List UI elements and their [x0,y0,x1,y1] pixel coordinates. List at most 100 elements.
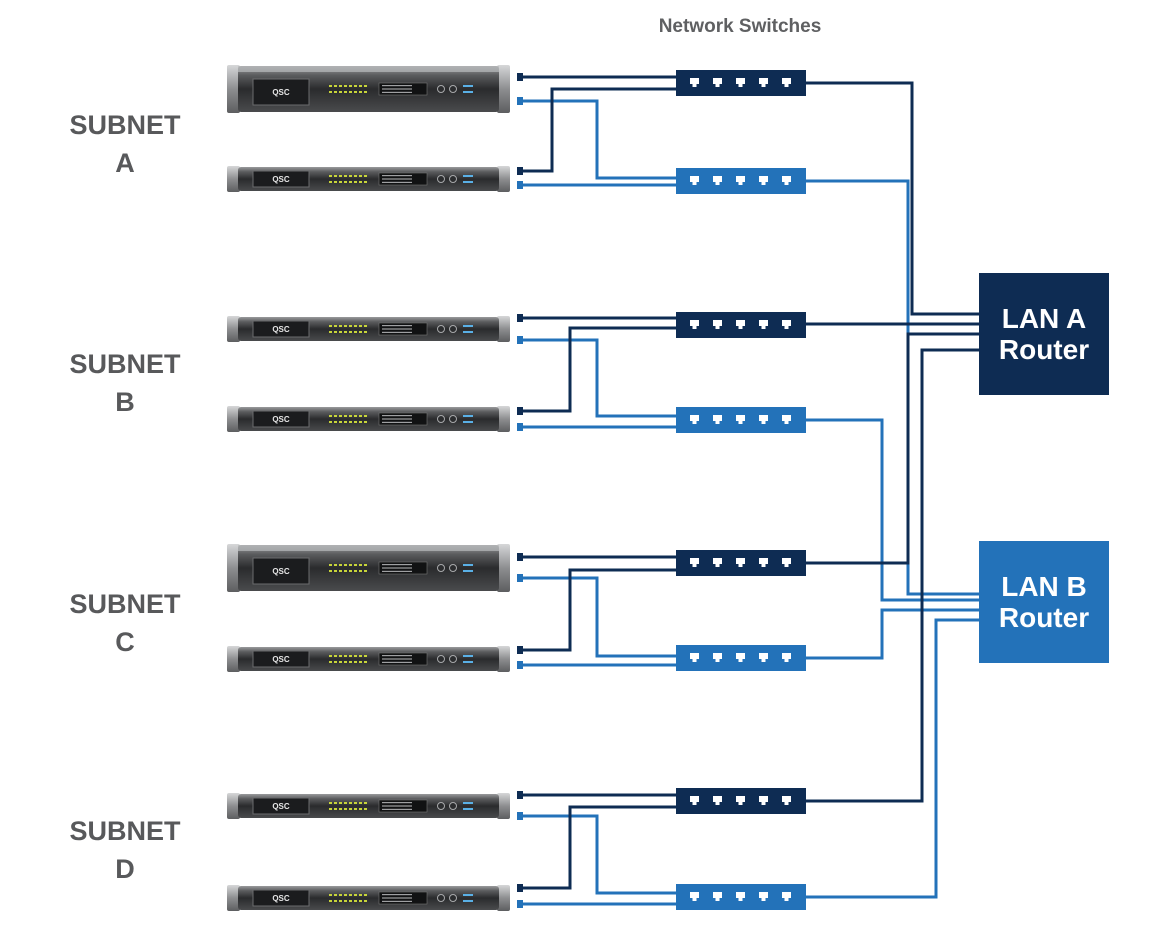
ethernet-port-icon [713,796,722,805]
ethernet-port-icon [713,892,722,901]
ethernet-port-icon [736,176,745,185]
subnet-b-label: SUBNET B [60,345,190,421]
lan-b-router-line2: Router [998,602,1090,633]
amplifier-icon: QSC [227,65,523,113]
ethernet-port-icon [690,653,699,662]
lan-b-router: LAN B Router [979,541,1109,663]
network-switch-icon [676,70,806,96]
subnet-d-label-line2: D [115,854,135,884]
network-switch-icon [676,407,806,433]
lan-a-router: LAN A Router [979,273,1109,395]
svg-text:QSC: QSC [272,655,290,664]
subnet-b-label-line2: B [115,387,135,417]
ethernet-port-icon [759,653,768,662]
amplifier-icon: QSC [227,314,523,344]
lan-b-router-box [979,541,1109,663]
subnet-d-label-line1: SUBNET [69,816,181,846]
subnet-a-label: SUBNET A [60,106,190,182]
subnet-b-label-line1: SUBNET [69,349,181,379]
ethernet-port-icon [759,78,768,87]
network-switches-title: Network Switches [658,16,822,37]
ethernet-port-icon [690,78,699,87]
svg-text:QSC: QSC [272,325,290,334]
wire-amp8-switch7 [520,805,676,890]
ethernet-port-icon [713,415,722,424]
ethernet-port-icon [736,415,745,424]
lan-b-router-line1: LAN B [1001,571,1087,602]
subnet-c-label-line2: C [115,627,135,657]
ethernet-port-icon [759,892,768,901]
ethernet-port-icon [690,176,699,185]
ethernet-port-icon [736,892,745,901]
wire-switch4-lan-b [806,418,979,602]
svg-text:QSC: QSC [272,894,290,903]
wire-amp7-switch8 [520,814,676,895]
ethernet-port-icon [736,78,745,87]
amplifier-icon: QSC [227,646,523,672]
wire-switch7-lan-a [806,348,979,803]
ethernet-port-icon [736,796,745,805]
svg-text:QSC: QSC [272,88,290,97]
ethernet-port-icon [690,892,699,901]
ethernet-port-icon [713,176,722,185]
ethernet-port-icon [782,176,791,185]
amplifier-icon: QSC [227,406,523,432]
ethernet-port-icon [690,415,699,424]
ethernet-port-icon [736,558,745,567]
wire-switch5-lan-a [806,332,979,565]
lan-a-router-line2: Router [998,334,1090,365]
ethernet-port-icon [736,320,745,329]
network-switch-icon [676,168,806,194]
ethernet-port-icon [690,558,699,567]
subnet-a-label-line2: A [115,148,135,178]
ethernet-port-icon [759,415,768,424]
network-switch-icon [676,312,806,338]
amplifier-icon: QSC [227,544,523,592]
ethernet-port-icon [713,558,722,567]
ethernet-port-icon [690,796,699,805]
subnet-c-label: SUBNET C [60,585,190,661]
lan-a-router-box [979,273,1109,395]
wire-switch8-lan-b [806,618,979,899]
wire-switch2-lan-b [806,179,979,596]
network-switch-icon [676,788,806,814]
wire-amp3-switch4 [520,338,676,418]
ethernet-port-icon [713,320,722,329]
svg-text:QSC: QSC [272,415,290,424]
amplifier-icon: QSC [227,884,523,911]
ethernet-port-icon [782,415,791,424]
ethernet-port-icon [782,653,791,662]
wire-switch6-lan-b [806,608,979,660]
ethernet-port-icon [713,653,722,662]
subnet-d-label: SUBNET D [60,812,190,888]
wire-amp2-switch1 [520,87,676,173]
ethernet-port-icon [759,558,768,567]
wire-amp6-switch5 [520,568,676,652]
subnet-a-label-line1: SUBNET [69,110,181,140]
ethernet-port-icon [782,892,791,901]
ethernet-port-icon [782,558,791,567]
ethernet-port-icon [736,653,745,662]
amplifier-icon: QSC [227,791,523,820]
wire-amp5-switch6 [520,576,676,658]
svg-text:QSC: QSC [272,802,290,811]
network-switch-icon [676,645,806,671]
ethernet-port-icon [759,176,768,185]
network-switch-icon [676,550,806,576]
ethernet-port-icon [713,78,722,87]
ethernet-port-icon [782,320,791,329]
lan-a-router-line1: LAN A [1001,303,1087,334]
amplifier-icon: QSC [227,166,523,192]
ethernet-port-icon [759,320,768,329]
network-switch-icon [676,884,806,910]
ethernet-port-icon [690,320,699,329]
wire-amp1-switch2 [520,99,676,180]
svg-text:QSC: QSC [272,175,290,184]
ethernet-port-icon [759,796,768,805]
svg-text:QSC: QSC [272,567,290,576]
wire-amp4-switch3 [520,326,676,413]
ethernet-port-icon [782,796,791,805]
ethernet-port-icon [782,78,791,87]
subnet-c-label-line1: SUBNET [69,589,181,619]
